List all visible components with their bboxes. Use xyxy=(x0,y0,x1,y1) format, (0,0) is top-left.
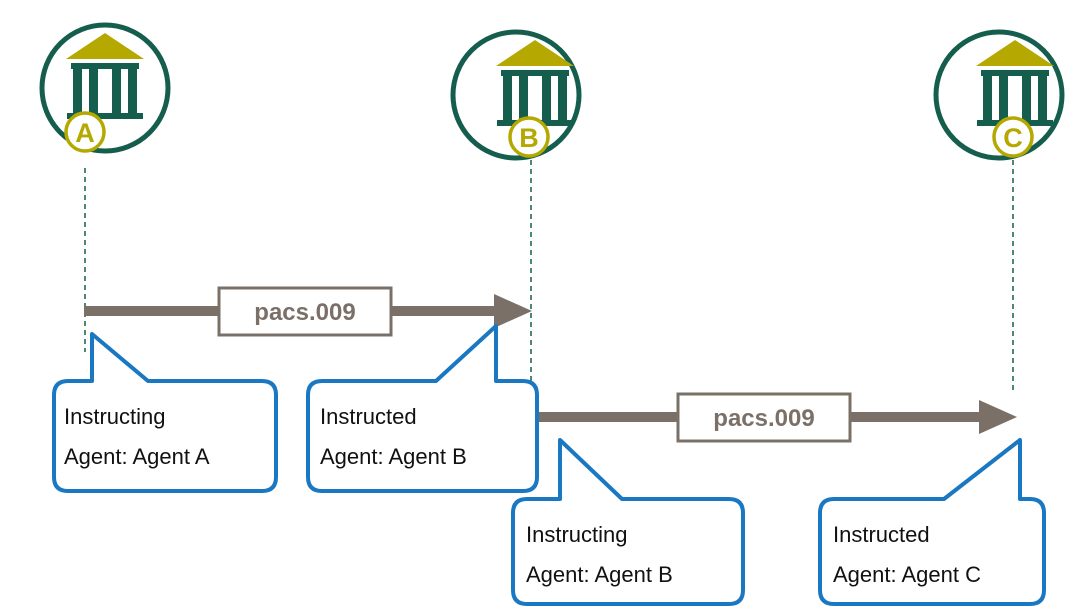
bank-b: B xyxy=(450,29,582,161)
callout-shape xyxy=(52,332,278,493)
message-label: pacs.009 xyxy=(254,299,355,326)
callout-line-1: Instructed xyxy=(833,522,930,547)
callout-line-1: Instructed xyxy=(320,404,417,429)
bank-icon xyxy=(66,33,144,119)
arrow-head xyxy=(979,400,1017,434)
bank-a: A xyxy=(39,22,171,154)
callout-shape xyxy=(511,438,745,606)
message-label-box xyxy=(217,286,393,337)
callout-line-2: Agent: Agent B xyxy=(526,562,673,587)
callout-shape xyxy=(306,324,539,493)
message-arrow-2: pacs.009 xyxy=(533,392,1017,443)
callout-instructed-agent-c: Instructed Agent: Agent C xyxy=(818,438,1046,606)
callout-line-1: Instructing xyxy=(64,404,166,429)
callout-shape xyxy=(818,438,1046,606)
callout-line-2: Agent: Agent C xyxy=(833,562,981,587)
message-label: pacs.009 xyxy=(713,405,814,432)
bank-c: C xyxy=(933,29,1065,161)
callout-instructing-agent-b: Instructing Agent: Agent B xyxy=(511,438,745,606)
callout-line-2: Agent: Agent A xyxy=(64,444,210,469)
message-arrow-1: pacs.009 xyxy=(84,286,532,337)
message-label-box xyxy=(676,392,852,443)
arrow-head xyxy=(494,294,532,328)
bank-letter-badge xyxy=(992,116,1034,158)
callout-instructing-agent-a: Instructing Agent: Agent A xyxy=(52,332,278,493)
bank-letter-badge xyxy=(508,116,550,158)
bank-letter: A xyxy=(75,118,95,148)
callout-instructed-agent-b: Instructed Agent: Agent B xyxy=(306,324,539,493)
bank-letter: B xyxy=(519,123,539,153)
callout-line-2: Agent: Agent B xyxy=(320,444,467,469)
bank-letter-badge xyxy=(64,111,106,153)
callout-line-1: Instructing xyxy=(526,522,628,547)
bank-letter: C xyxy=(1003,123,1023,153)
